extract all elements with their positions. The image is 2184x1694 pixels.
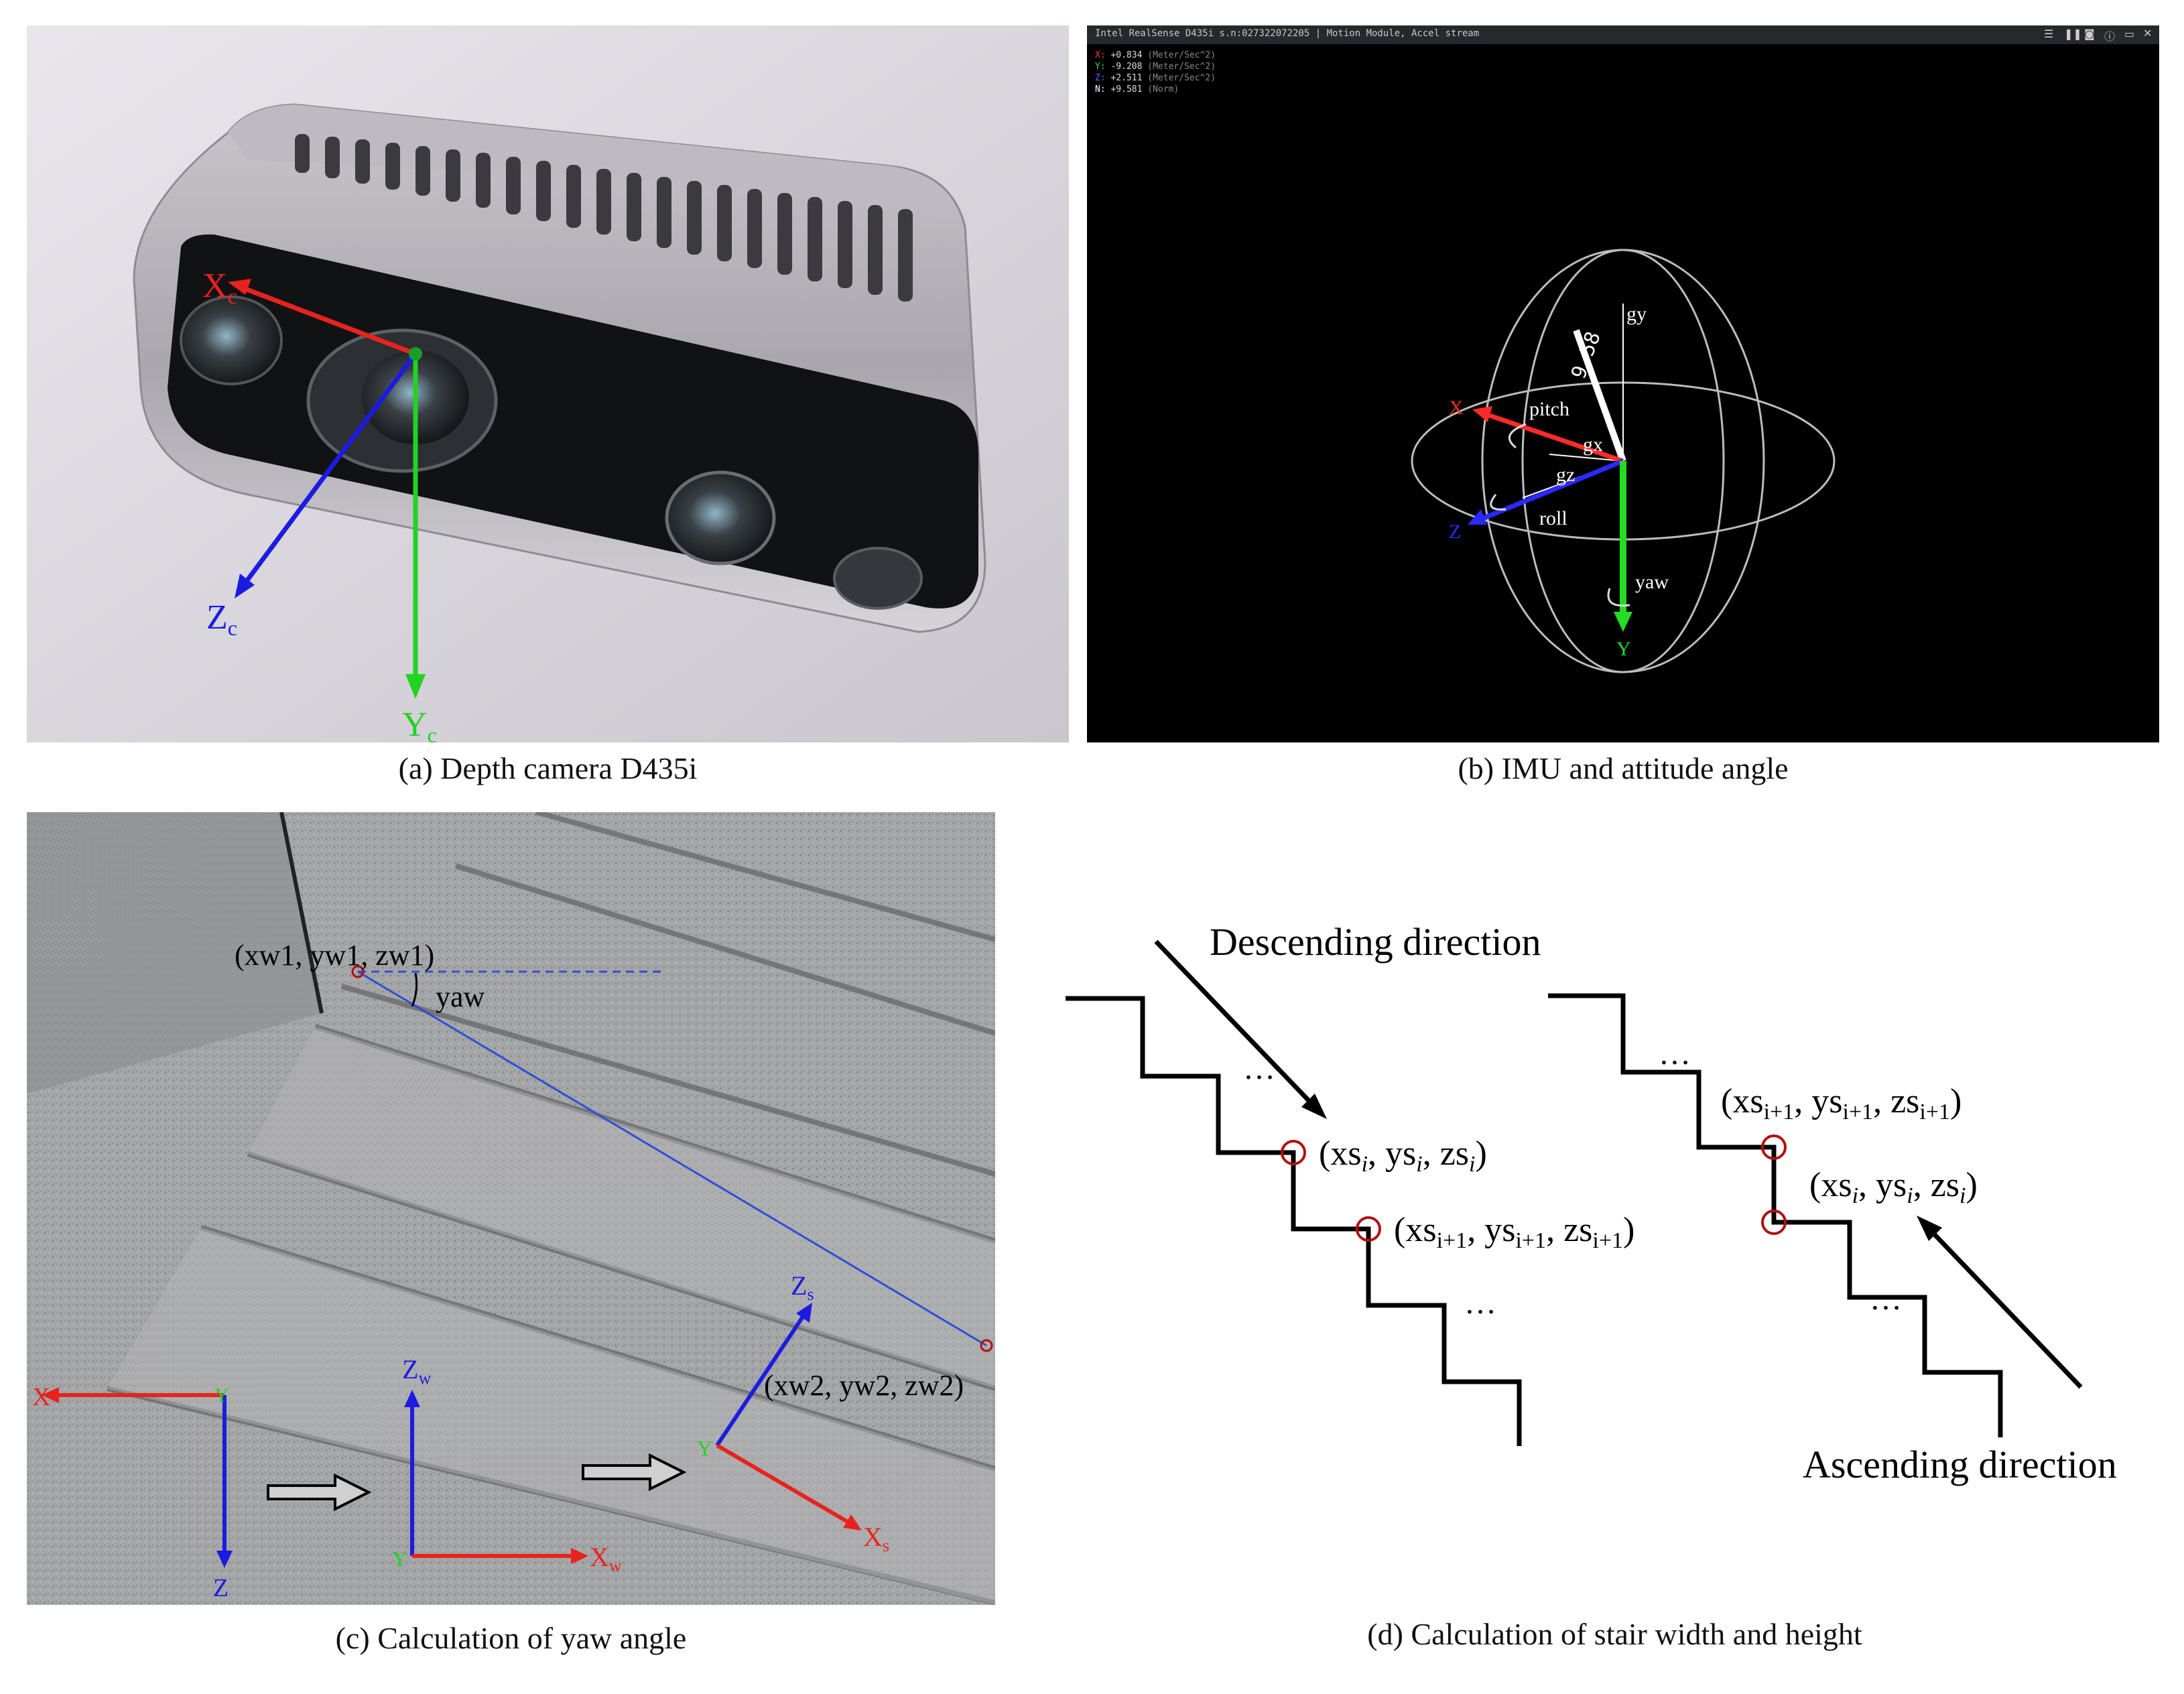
viewer-title: Intel RealSense D435i s.n:027322072205 |… — [1095, 28, 1480, 39]
camera-icon[interactable]: ◙ — [2084, 27, 2095, 40]
camera-y-axis-label: Yc — [402, 706, 437, 742]
close-icon[interactable]: ✕ — [2143, 27, 2153, 40]
stair-profile-diagram: Descending direction … … (xsi, ysi, zsi)… — [1066, 920, 2117, 1486]
gx-label: gx — [1583, 434, 1603, 456]
point-i1-label-ascending: (xsi+1, ysi+1, zsi+1) — [1721, 1082, 1962, 1124]
panel-a-depth-camera: Xc Zc Yc — [27, 25, 1069, 742]
frame-stair-y: Y — [697, 1436, 712, 1460]
camera-x-axis-label: Xc — [202, 267, 237, 308]
frame-stair-x: Xs — [863, 1522, 889, 1555]
readout-row: Y: -9.208 (Meter/Sec^2) — [1095, 62, 1216, 72]
readout-row: Z: +2.511 (Meter/Sec^2) — [1095, 73, 1216, 83]
pitch-label: pitch — [1529, 398, 1569, 420]
maximize-icon[interactable]: ▭ — [2124, 27, 2135, 40]
imu-x-label: X — [1449, 397, 1464, 419]
yaw-label: yaw — [1635, 571, 1669, 593]
pause-icon[interactable]: ❚❚ — [2064, 27, 2082, 40]
point-2-label: (xw2, yw2, zw2) — [764, 1369, 964, 1402]
magnitude-label: 9.58 — [1567, 328, 1606, 382]
panel-d-stair-dimensions: Descending direction … … (xsi, ysi, zsi)… — [1045, 864, 2184, 1541]
point-i-label-ascending: (xsi, ysi, zsi) — [1809, 1166, 1978, 1208]
caption-c: (c) Calculation of yaw angle — [335, 1621, 687, 1655]
viewer-titlebar: Intel RealSense D435i s.n:027322072205 |… — [1087, 25, 2159, 44]
gy-label: gy — [1626, 303, 1647, 325]
ascending-stair-profile — [1548, 993, 2003, 1437]
ellipsis: … — [1464, 1285, 1496, 1321]
point-i1-label-descending: (xsi+1, ysi+1, zsi+1) — [1394, 1211, 1634, 1253]
readout-row: N: +9.581 (Norm) — [1095, 84, 1179, 94]
frame-world-z: Zw — [402, 1354, 431, 1388]
frame-world-y: Y — [392, 1547, 407, 1571]
descending-direction-label: Descending direction — [1210, 920, 1541, 964]
vent-slots — [295, 134, 913, 302]
frame-world-x: Xw — [590, 1542, 622, 1575]
caption-a: (a) Depth camera D435i — [398, 751, 698, 785]
caption-d: (d) Calculation of stair width and heigh… — [1367, 1617, 1862, 1651]
ellipsis: … — [1870, 1281, 1902, 1317]
info-icon[interactable]: ⓘ — [2104, 30, 2116, 43]
stair-photo: (xw1, yw1, zw1) yaw (xw2, yw2, zw2) X Y … — [27, 812, 995, 1605]
readout-row: X: +0.834 (Meter/Sec^2) — [1095, 50, 1216, 60]
ellipsis: … — [1659, 1036, 1691, 1071]
frame-stair-z: Zs — [791, 1270, 814, 1304]
descending-stair-profile — [1066, 996, 1522, 1446]
ellipsis: … — [1243, 1051, 1275, 1086]
imu-readouts: X: +0.834 (Meter/Sec^2) Y: -9.208 (Meter… — [1095, 50, 1216, 95]
frame-camera-x: X — [32, 1383, 50, 1411]
imu-z-label: Z — [1449, 521, 1461, 543]
gz-label: gz — [1556, 464, 1575, 486]
ascending-direction-label: Ascending direction — [1803, 1443, 2117, 1486]
frame-camera-z: Z — [213, 1574, 229, 1602]
caption-b: (b) IMU and attitude angle — [1458, 751, 1789, 785]
camera-z-axis-label: Zc — [206, 598, 237, 640]
panel-b-imu-viewer: Intel RealSense D435i s.n:027322072205 |… — [1087, 25, 2159, 742]
point-i-label-descending: (xsi, ysi, zsi) — [1319, 1134, 1487, 1177]
frame-camera-y: Y — [214, 1384, 229, 1407]
point-1-label: (xw1, yw1, zw1) — [235, 939, 434, 972]
list-icon[interactable]: ☰ — [2044, 27, 2054, 40]
imu-sphere: 9.58 gy gx gz pitch roll yaw X Z Y — [1411, 249, 1836, 673]
panel-c-yaw-calculation: (xw1, yw1, zw1) yaw (xw2, yw2, zw2) X Y … — [27, 812, 995, 1605]
camera-illustration: Xc Zc Yc — [27, 25, 1069, 742]
yaw-angle-label: yaw — [436, 980, 485, 1013]
roll-label: roll — [1539, 507, 1567, 529]
imu-y-label: Y — [1616, 638, 1631, 660]
